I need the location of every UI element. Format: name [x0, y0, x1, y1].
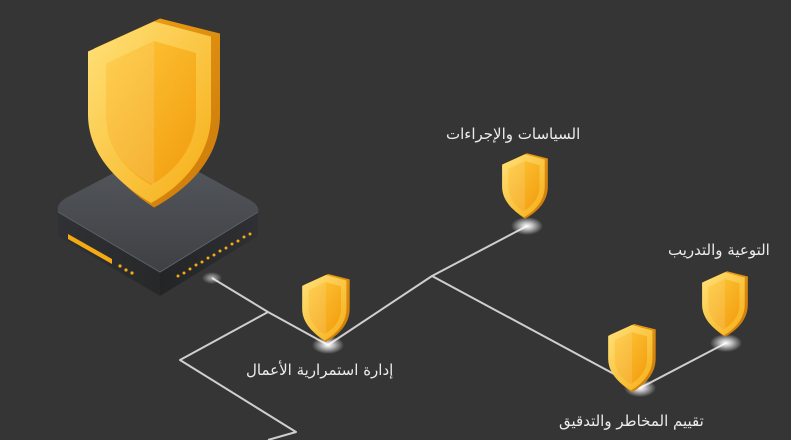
security-appliance [58, 19, 259, 297]
node-label-risk: تقييم المخاطر والتدقيق [559, 412, 704, 430]
connector-continuity-to-policies [328, 226, 527, 345]
policies-shield-icon [502, 153, 548, 219]
continuity-shield-icon [302, 274, 350, 342]
node-label-awareness: التوعية والتدريب [668, 241, 770, 259]
connector-junction-to-risk [432, 276, 640, 388]
node-label-continuity: إدارة استمرارية الأعمال [246, 361, 393, 379]
awareness-shield-icon [702, 271, 748, 337]
node-label-policies: السياسات والإجراءات [446, 125, 580, 143]
